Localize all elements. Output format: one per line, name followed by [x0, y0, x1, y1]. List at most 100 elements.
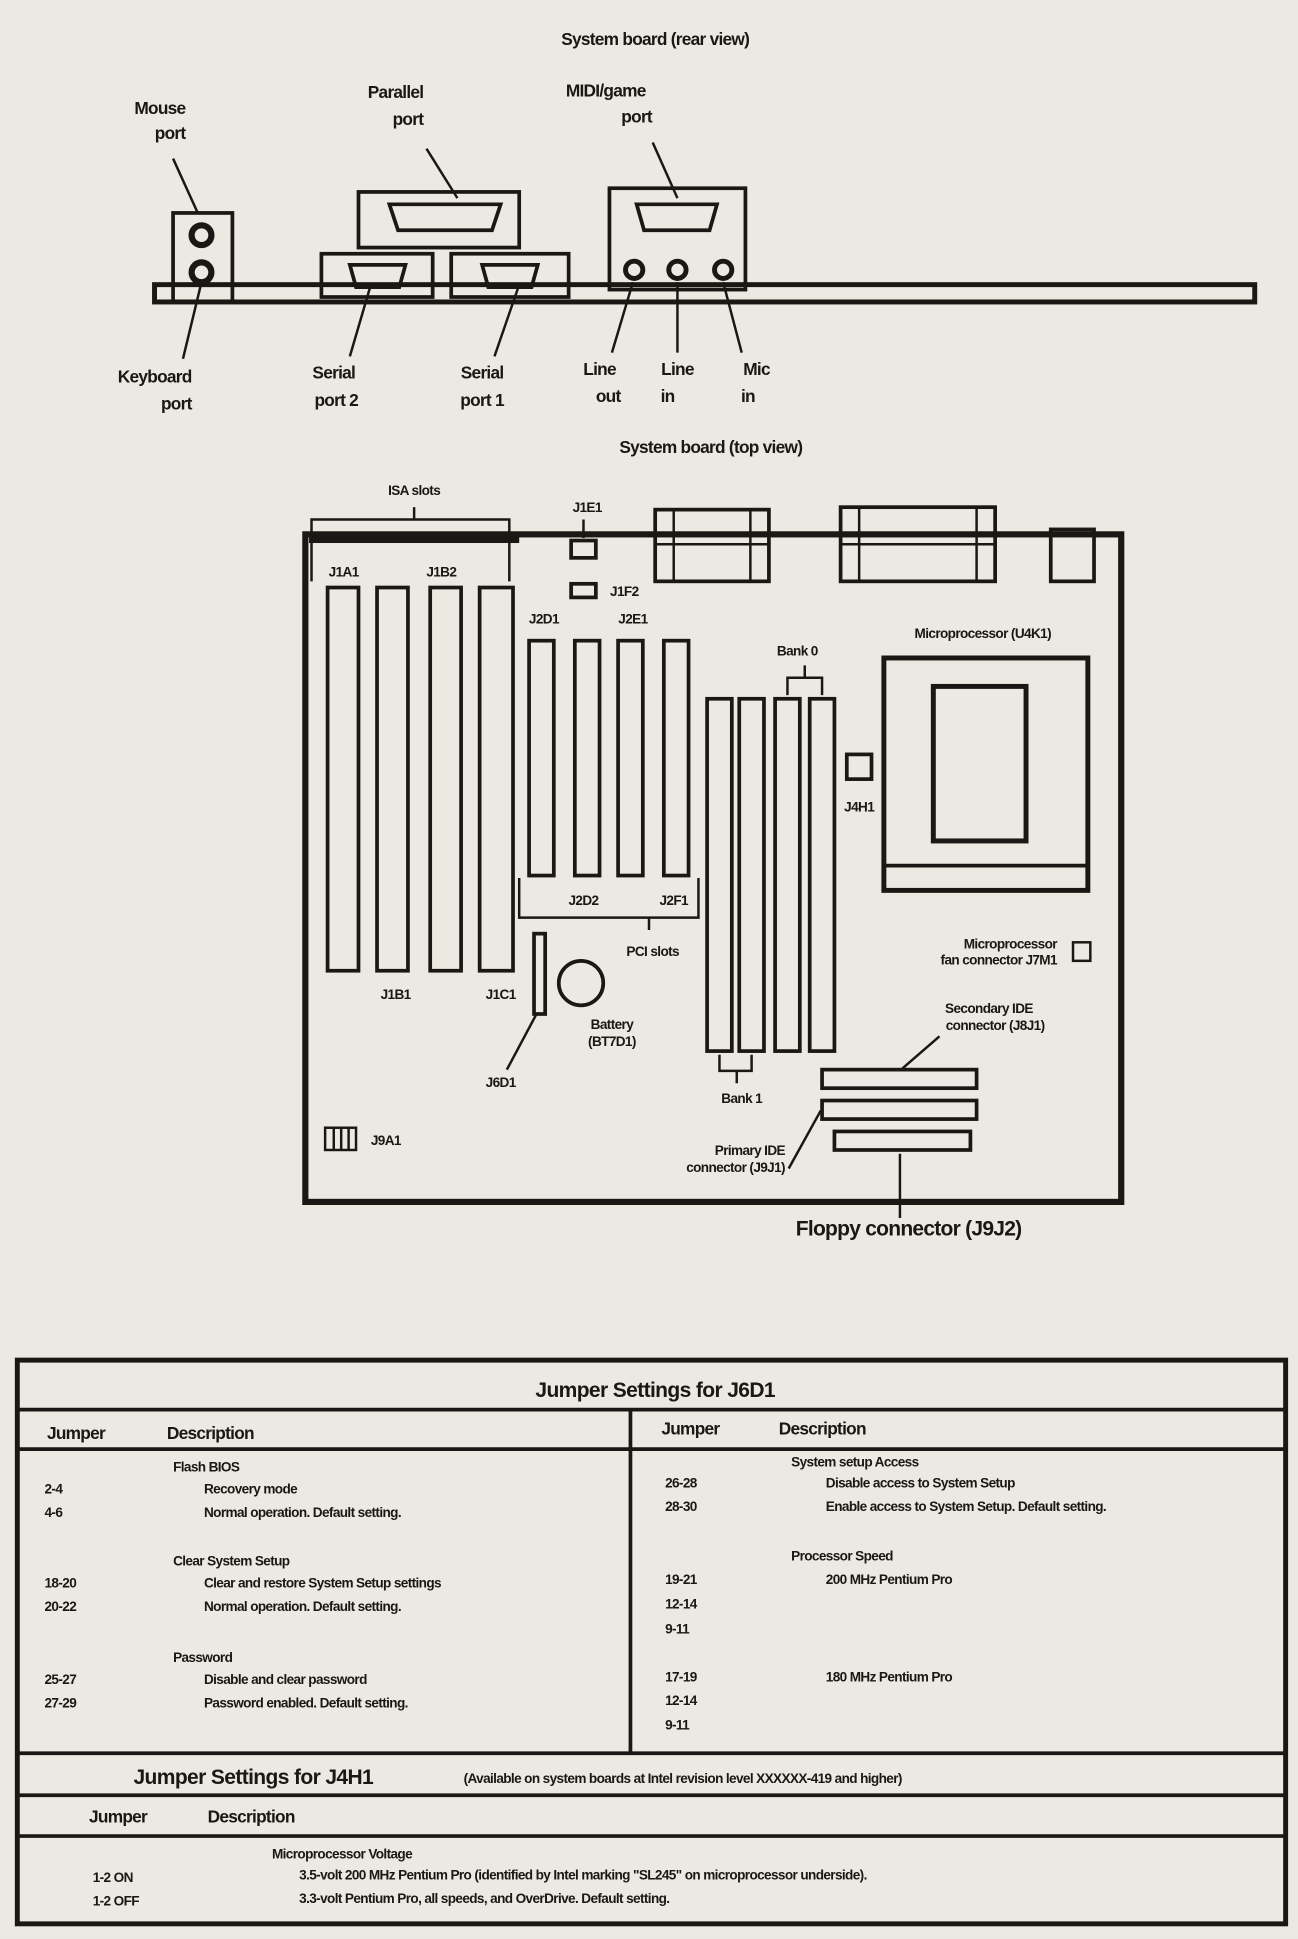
ps2-ports [171, 211, 235, 304]
midi-port-label: MIDI/game [566, 81, 647, 101]
top-view-diagram: System board (top view) ISA slots J1A1 J… [302, 437, 1125, 1240]
j4h1-jumper [844, 752, 874, 781]
mouse-port-label-2: port [155, 123, 187, 143]
jumper-description: 3.5-volt 200 MHz Pentium Pro (identified… [299, 1867, 867, 1882]
jumper-value: 18-20 [45, 1576, 77, 1591]
rear-panel-bar [152, 282, 1258, 305]
jumper-description: Password enabled. Default setting. [204, 1696, 408, 1711]
parallel-port-label-2: port [393, 109, 425, 129]
jumper-description: Clear and restore System Setup settings [204, 1576, 441, 1591]
mic-in-label-2: in [741, 386, 755, 406]
j1c1-label: J1C1 [486, 987, 517, 1002]
rear-connector-block [1048, 527, 1096, 584]
j9a1-label: J9A1 [371, 1133, 402, 1148]
serial-port-1-icon [449, 251, 571, 299]
jumper-value: 12-14 [665, 1693, 698, 1708]
microprocessor-label: Microprocessor (U4K1) [915, 626, 1052, 641]
serial-port-2-label-2: port 2 [314, 390, 358, 410]
jumper-value: 12-14 [665, 1597, 698, 1612]
group-heading: Flash BIOS [173, 1459, 240, 1474]
jumper-table-j6d1: Jumper Settings for J6D1 Jumper Descript… [14, 1357, 1289, 1927]
line-out-label: Line [583, 359, 617, 379]
fan-connector-label: Microprocessor [964, 936, 1059, 951]
group-heading: Password [173, 1650, 233, 1665]
line-in-label: Line [661, 359, 695, 379]
jumper-value: 20-22 [45, 1599, 78, 1614]
j2d1-label: J2D1 [529, 611, 560, 626]
j6d1-right-rows: System setup Access 26-28 Disable access t… [665, 1454, 1107, 1733]
group-heading: Microprocessor Voltage [272, 1846, 413, 1861]
parallel-port-label: Parallel [368, 82, 424, 102]
isa-slot [477, 585, 515, 973]
keyboard-port-label: Keyboard [118, 366, 192, 386]
line-in-jack-icon [666, 258, 689, 281]
jumper-value: 17-19 [665, 1670, 698, 1685]
secondary-ide-connector [820, 1067, 979, 1091]
jumper-value: 26-28 [665, 1475, 698, 1490]
jumper-value: 27-29 [45, 1696, 78, 1711]
jumper-value: 4-6 [45, 1505, 64, 1520]
primary-ide-label-2: connector (J9J1) [686, 1160, 785, 1175]
jumper-value: 19-21 [665, 1572, 698, 1587]
j1e1-label: J1E1 [573, 500, 603, 515]
battery-icon [556, 958, 606, 1008]
group-heading: System setup Access [791, 1454, 918, 1469]
rear-view-title: System board (rear view) [561, 29, 749, 49]
group-heading: Clear System Setup [173, 1553, 290, 1568]
floppy-connector [832, 1129, 973, 1152]
line-out-jack-icon [623, 258, 646, 281]
microprocessor-socket [881, 655, 1091, 893]
jumper-description: Normal operation. Default setting. [204, 1505, 401, 1520]
pci-slots-label: PCI slots [626, 944, 679, 959]
jumper-value: 25-27 [45, 1672, 77, 1687]
jumper-description: 3.3-volt Pentium Pro, all speeds, and Ov… [299, 1891, 669, 1906]
mouse-port-icon [188, 222, 215, 249]
parallel-port-icon [356, 190, 522, 250]
j6d1-left-rows: Flash BIOS 2-4 Recovery mode 4-6 Normal oper… [45, 1459, 442, 1710]
isa-slots-label: ISA slots [388, 483, 440, 498]
jumper-description: Disable and clear password [204, 1672, 367, 1687]
floppy-connector-label: Floppy connector (J9J2) [796, 1217, 1022, 1240]
simm-socket [773, 696, 802, 1053]
jumper-description: Disable access to System Setup [826, 1475, 1015, 1490]
serial-port-1-label-2: port 1 [460, 390, 505, 410]
simm-socket [807, 696, 837, 1053]
bank-1-label: Bank 1 [721, 1091, 763, 1106]
pci-slot [661, 638, 691, 878]
keyboard-port-label-2: port [161, 394, 193, 414]
isa-slot [325, 585, 361, 973]
line-out-label-2: out [596, 386, 622, 406]
primary-ide-connector [820, 1098, 979, 1121]
j6d1-jumper-block [532, 931, 548, 1016]
j2f1-label: J2F1 [659, 893, 689, 908]
primary-ide-label: Primary IDE [715, 1143, 786, 1158]
j6d1-table-title: Jumper Settings for J6D1 [535, 1379, 776, 1402]
battery-label-2: (BT7D1) [588, 1034, 636, 1049]
jumper-description: Recovery mode [204, 1482, 298, 1497]
midi-port-label-2: port [621, 107, 653, 127]
j1f2-jumper [569, 581, 598, 600]
rear-view-diagram: System board (rear view) Mouse port Para… [118, 29, 1258, 414]
rear-connector-block [653, 507, 771, 584]
jumper-value: 28-30 [665, 1499, 697, 1514]
mouse-port-label: Mouse [134, 98, 186, 118]
jumper-value: 9-11 [665, 1718, 690, 1733]
pci-slot [572, 638, 602, 878]
j4h1-table-title: Jumper Settings for J4H1 [134, 1766, 375, 1789]
jumper-description: 180 MHz Pentium Pro [826, 1670, 953, 1685]
jumper-description: 200 MHz Pentium Pro [826, 1572, 953, 1587]
column-header-jumper: Jumper [661, 1418, 720, 1438]
jumper-value: 9-11 [665, 1621, 690, 1636]
secondary-ide-label-2: connector (J8J1) [946, 1018, 1045, 1033]
pci-slot [527, 638, 556, 878]
j1b1-label: J1B1 [381, 987, 412, 1002]
mic-in-jack-icon [712, 258, 735, 281]
serial-port-2-icon [319, 251, 435, 299]
column-header-description: Description [167, 1423, 254, 1443]
line-in-label-2: in [661, 386, 675, 406]
column-header-jumper: Jumper [89, 1806, 148, 1826]
jumper-value: 2-4 [45, 1482, 64, 1497]
j1b2-label: J1B2 [426, 564, 457, 579]
j1e1-jumper [569, 538, 598, 560]
